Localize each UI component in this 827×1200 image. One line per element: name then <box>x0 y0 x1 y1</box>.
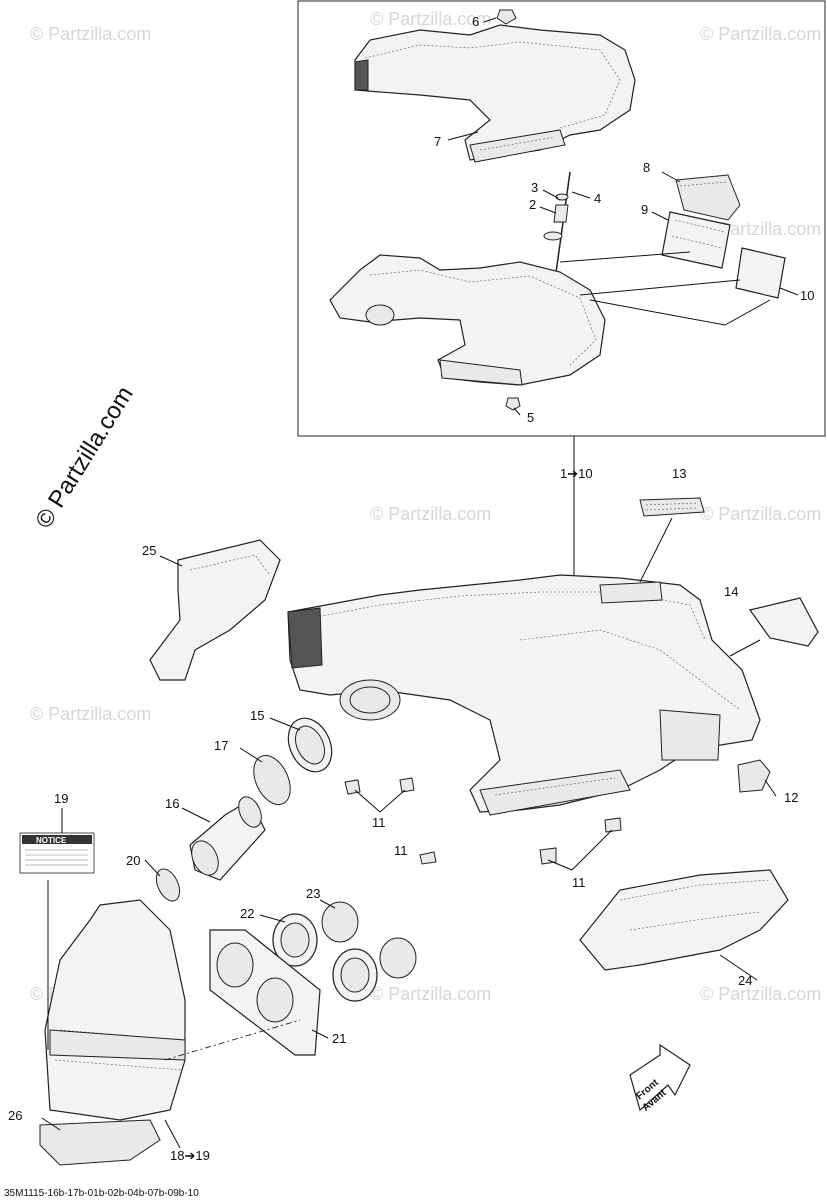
filter-part-9 <box>661 211 731 269</box>
callout-12: 12 <box>784 790 798 805</box>
callout-4: 4 <box>594 191 601 206</box>
callout-26: 26 <box>8 1108 22 1123</box>
watermark-tile: © Partzilla.com <box>370 9 491 29</box>
oring-part-20 <box>155 868 181 902</box>
coupler-parts-22-23 <box>272 901 417 1002</box>
airbox-main-housing <box>287 574 761 816</box>
callout-23: 23 <box>306 886 320 901</box>
duct-part-24 <box>579 869 789 971</box>
leader-lines <box>41 17 799 1149</box>
centerline-21 <box>164 1019 301 1061</box>
notice-label-part-19: NOTICE <box>19 832 95 874</box>
grille-part-13 <box>639 497 705 517</box>
clip-parts-11 <box>344 777 622 865</box>
callout-19: 19 <box>54 791 68 806</box>
callout-24: 24 <box>738 973 752 988</box>
callout-20: 20 <box>126 853 140 868</box>
callout-11c: 11 <box>572 875 586 890</box>
upper-housing-part-7 <box>354 24 636 163</box>
callout-9: 9 <box>641 202 648 217</box>
nut-part-5 <box>505 397 521 411</box>
front-direction-arrow: Front Avant <box>629 1043 691 1114</box>
watermark-tile: © Partzilla.com <box>370 504 491 524</box>
nut-part-6 <box>496 9 517 25</box>
callout-18-19: 18➔19 <box>170 1148 210 1163</box>
callouts: 6 7 8 3 4 2 9 10 5 1➔10 13 25 14 15 17 1… <box>8 14 814 1163</box>
notice-title: NOTICE <box>36 836 67 845</box>
leader-11a <box>354 789 406 813</box>
callout-13: 13 <box>672 466 686 481</box>
callout-11a: 11 <box>372 815 386 830</box>
inset-frame <box>297 0 826 437</box>
leader-13 <box>639 517 673 583</box>
watermark-tile: © Partzilla.com <box>700 219 821 239</box>
leader-14 <box>729 639 761 657</box>
watermark-tile: © Partzilla.com <box>30 24 151 44</box>
lower-housing <box>329 254 606 386</box>
filter-part-10 <box>735 247 786 299</box>
watermark-tile: © Partzilla.com <box>370 984 491 1004</box>
callout-2: 2 <box>529 197 536 212</box>
callout-15: 15 <box>250 708 264 723</box>
watermark-tile: © Partzilla.com <box>30 704 151 724</box>
callout-6: 6 <box>472 14 479 29</box>
callout-25: 25 <box>142 543 156 558</box>
seal-part-26 <box>39 1119 161 1166</box>
coupler-part-15 <box>287 717 333 773</box>
watermark-tile: © Partzilla.com <box>700 24 821 44</box>
lower-airbox-parts-18-19 <box>44 899 186 1121</box>
leader-11c <box>547 829 613 871</box>
callout-3: 3 <box>531 180 538 195</box>
callout-14: 14 <box>724 584 738 599</box>
callout-17: 17 <box>214 738 228 753</box>
side-watermark: © Partzilla.com <box>30 382 139 533</box>
cap-part-12 <box>737 759 771 793</box>
callout-1-10: 1➔10 <box>560 466 593 481</box>
watermark-tile: © Partzilla.com <box>700 504 821 524</box>
callout-10: 10 <box>800 288 814 303</box>
callout-21: 21 <box>332 1031 346 1046</box>
reference-code: 35M1115-16b-17b-01b-02b-04b-07b-09b-10 <box>4 1188 199 1199</box>
callout-5: 5 <box>527 410 534 425</box>
clamp-part-17 <box>253 754 291 806</box>
foam-part-8 <box>675 174 741 221</box>
bracket-part-25 <box>149 539 281 681</box>
screw-assembly-parts-2-3-4 <box>543 171 571 281</box>
foam-part-14 <box>748 597 819 647</box>
callout-22: 22 <box>240 906 254 921</box>
leader-8-9-10 <box>559 251 771 326</box>
intake-tube-part-16 <box>189 796 266 881</box>
callout-8: 8 <box>643 160 650 175</box>
watermark-tile: © Partzilla.com <box>700 984 821 1004</box>
plate-part-21 <box>209 929 321 1056</box>
callout-7: 7 <box>434 134 441 149</box>
callout-11b: 11 <box>394 843 408 858</box>
callout-16: 16 <box>165 796 179 811</box>
